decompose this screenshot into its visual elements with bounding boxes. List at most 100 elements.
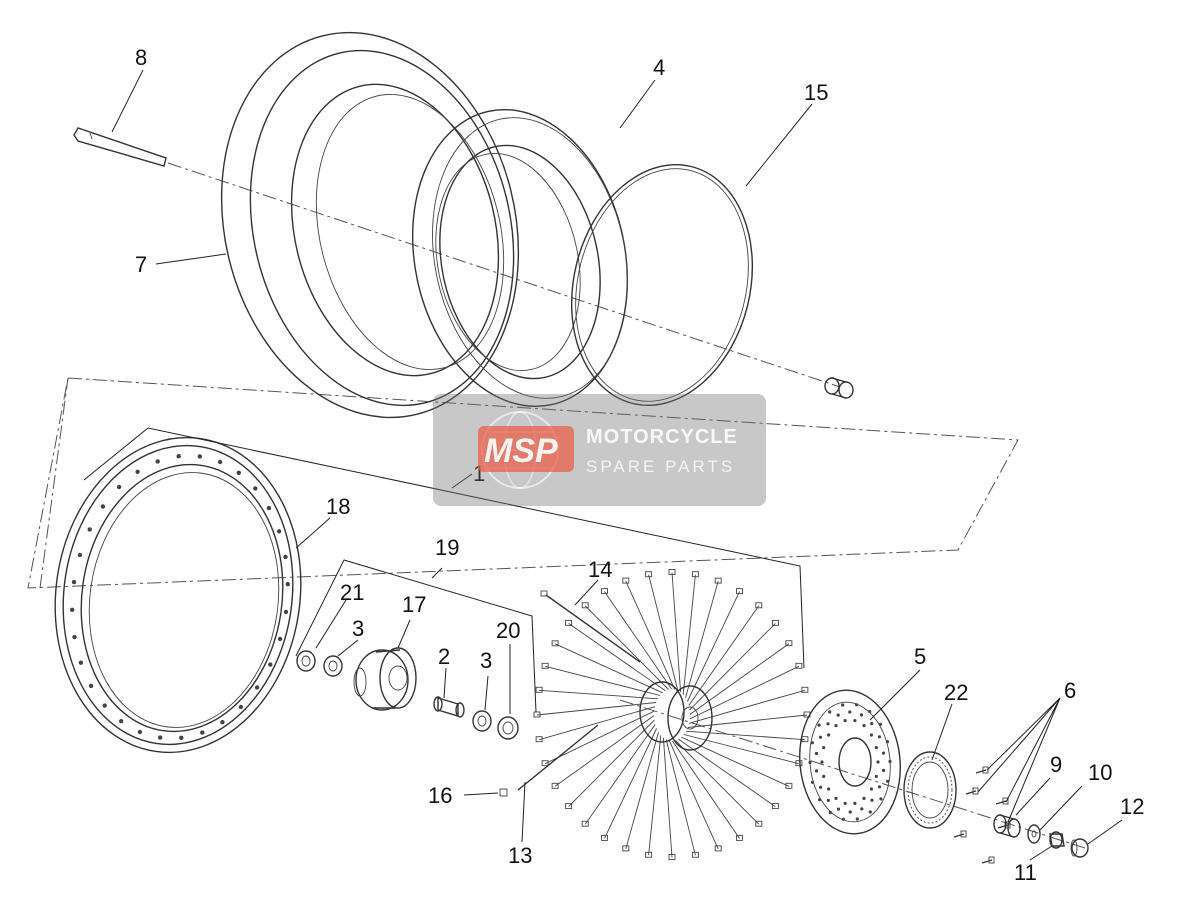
bearing-3-right-part [472, 710, 492, 732]
spoke [688, 689, 806, 724]
rim-hole [137, 729, 143, 735]
assembly-outline [27, 377, 1019, 589]
callout-7: 7 [135, 252, 147, 277]
callout-2: 2 [438, 644, 450, 669]
spoke [604, 728, 658, 839]
disc-hole [881, 751, 886, 755]
spoke [672, 740, 740, 839]
bearing-20-part [497, 716, 519, 740]
inner-tube-part [411, 108, 629, 408]
watermark-logo: MSP [484, 432, 558, 470]
spoke-nipple [668, 569, 676, 575]
disc-hole [848, 710, 852, 714]
rim-hole [238, 704, 244, 710]
callout-18: 18 [326, 494, 350, 519]
bracket-1 [83, 427, 805, 669]
disc-hole [878, 722, 883, 726]
disc-hole [853, 719, 857, 723]
callouts: 8 4 15 7 1 18 19 14 21 17 3 2 3 20 5 22 … [135, 45, 1144, 885]
disc-hole [870, 722, 874, 726]
disc-hole [814, 769, 819, 773]
spoke [568, 719, 655, 807]
spoke-nipple [535, 686, 543, 693]
rim-hole [266, 505, 272, 511]
disc-hole [841, 817, 846, 821]
watermark-line1: MOTORCYCLE [586, 426, 738, 448]
bearing-3-left-part [323, 655, 343, 677]
callout-19: 19 [435, 535, 459, 560]
axle-part [73, 127, 167, 167]
disc-hole [828, 810, 832, 815]
disc-hole [817, 723, 821, 727]
nipple-16-part [499, 788, 508, 797]
tyre-part [220, 31, 520, 419]
rim-hole [100, 504, 106, 509]
disc-hole [826, 722, 830, 726]
disc-hole [818, 735, 823, 739]
disc-hole [819, 785, 823, 789]
spoke-nipple [691, 851, 699, 858]
spoke [668, 740, 719, 850]
spoke-nipple [565, 619, 573, 626]
callout-3-right: 3 [480, 648, 492, 673]
disc-hole [860, 807, 864, 811]
leader-lines [111, 69, 1123, 861]
spoke-nipple [801, 686, 809, 693]
rim-hole [179, 735, 184, 740]
rim-hole [102, 703, 107, 708]
spoke [687, 714, 808, 728]
disc-hole [868, 810, 872, 814]
spoke [568, 623, 666, 692]
spoke-nipple [736, 834, 743, 841]
rim-hole [77, 552, 83, 558]
spacer-part [824, 377, 854, 399]
nut-11-part [1049, 831, 1065, 849]
spoke-nipple [645, 571, 653, 578]
disc-hole [862, 724, 866, 728]
spoke-nipple [622, 845, 630, 852]
rim-hole [88, 683, 94, 689]
bearing-21-part [296, 650, 316, 672]
disc-hole [818, 798, 822, 802]
disc-hole [874, 746, 878, 750]
callout-8: 8 [135, 45, 147, 70]
callout-20: 20 [496, 618, 520, 643]
spoke [539, 689, 658, 700]
spoke-nipple [795, 760, 803, 767]
spoke [675, 740, 760, 825]
disc-hole [814, 751, 819, 756]
disc-hole [827, 787, 831, 791]
rim-hole [283, 554, 288, 560]
disc-hole [843, 801, 847, 806]
rim-hole [197, 454, 202, 459]
disc-hole [855, 817, 859, 821]
rim-band-part [570, 164, 754, 406]
callout-13: 13 [508, 843, 532, 868]
spoke [665, 739, 696, 856]
rim-hole [135, 469, 140, 474]
rim-hole [176, 454, 181, 459]
spoke-nipple [755, 820, 763, 827]
callout-4: 4 [653, 55, 665, 80]
rim-hole [217, 459, 223, 465]
spoke-nipple [601, 588, 608, 595]
callout-6: 6 [1064, 678, 1076, 703]
callout-22: 22 [944, 680, 968, 705]
spoke [554, 715, 655, 787]
rim-hole [276, 529, 282, 534]
disc-hole [869, 733, 874, 737]
disc-hole [828, 710, 832, 714]
spoke [648, 574, 679, 691]
spoke-nipple [771, 803, 779, 810]
spoke-nipple [714, 845, 722, 852]
disc-hole [810, 780, 815, 784]
spoke-nipple [714, 577, 722, 584]
spoke [544, 665, 661, 696]
spoke-nipple [801, 736, 809, 743]
cap-12-part [1070, 838, 1089, 858]
disc-hole [881, 768, 886, 773]
disc-hole [822, 746, 826, 750]
spoke-nipple [581, 602, 589, 609]
callout-16: 16 [428, 783, 452, 808]
callout-9: 9 [1050, 752, 1062, 777]
